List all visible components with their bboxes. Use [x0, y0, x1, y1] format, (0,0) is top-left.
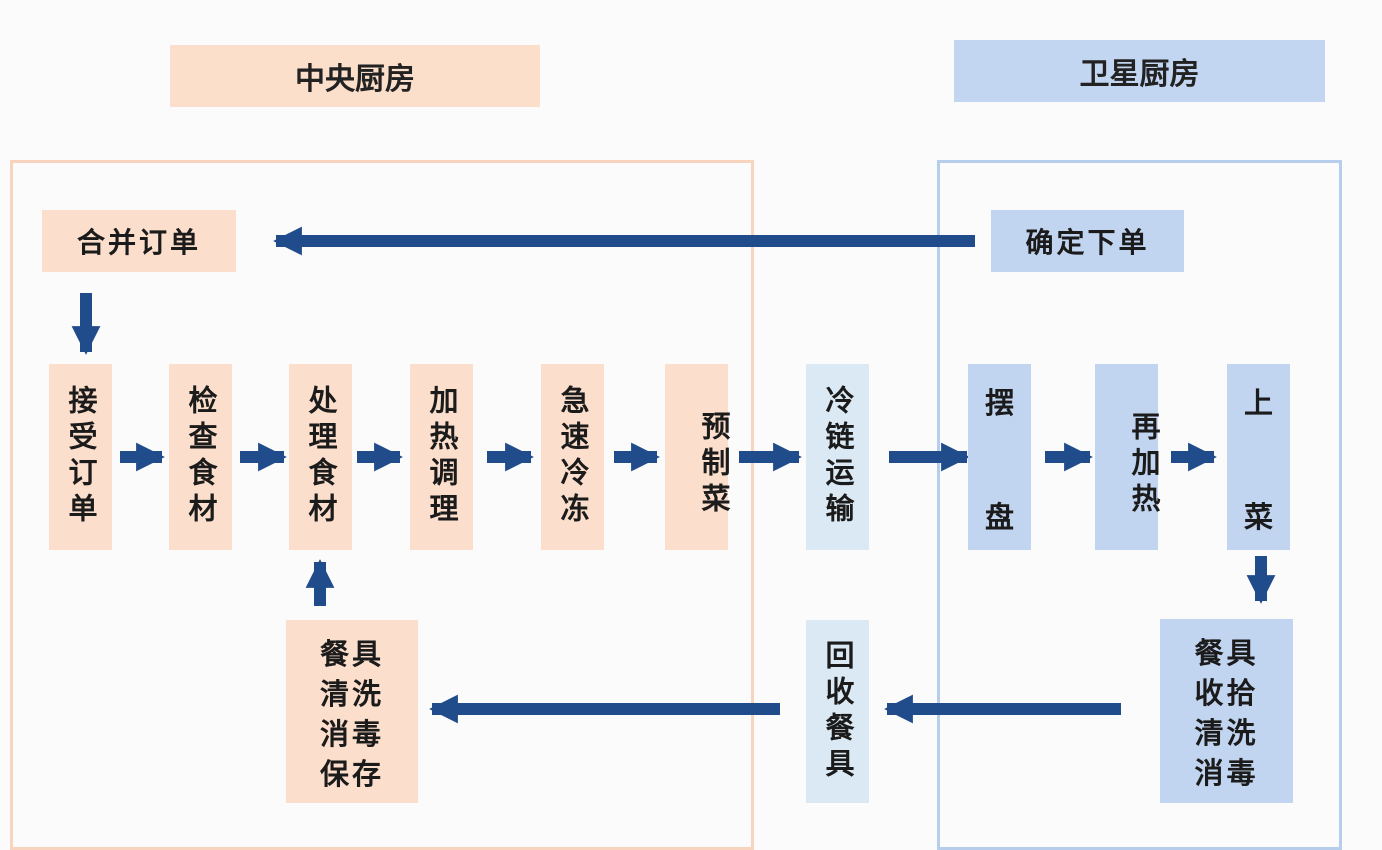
collect-clean-line-3: 清洗 — [1194, 716, 1259, 750]
prepared-dish-box: 预制菜 — [665, 364, 731, 550]
collect-clean-line-1: 餐具 — [1194, 636, 1259, 670]
heat-cook-box: 加热调理 — [410, 364, 473, 550]
inspect-ingredients-box: 检查食材 — [169, 364, 232, 550]
quick-freeze-box: 急速冷冻 — [541, 364, 604, 550]
plating-char-top: 摆 — [984, 386, 1014, 420]
serve-char-top: 上 — [1243, 386, 1273, 420]
collect-clean-box: 餐具 收拾 清洗 消毒 — [1160, 619, 1293, 803]
receive-order-box: 接受订单 — [49, 364, 112, 550]
reheat-box: 再加热 — [1095, 364, 1161, 550]
process-ingredients-box: 处理食材 — [289, 364, 352, 550]
clean-store-line-3: 消毒 — [319, 716, 384, 751]
clean-store-line-1: 餐具 — [319, 636, 384, 671]
serve-box: 上 菜 — [1227, 364, 1290, 550]
clean-store-line-4: 保存 — [319, 756, 384, 791]
merge-orders-box: 合并订单 — [42, 210, 236, 272]
collect-clean-line-4: 消毒 — [1194, 756, 1259, 790]
serve-char-bottom: 菜 — [1243, 500, 1273, 534]
plating-char-bottom: 盘 — [984, 500, 1014, 534]
confirm-order-box: 确定下单 — [991, 210, 1184, 272]
recycle-tableware-box: 回收餐具 — [806, 620, 869, 803]
plating-box: 摆 盘 — [968, 364, 1031, 550]
collect-clean-line-2: 收拾 — [1194, 676, 1259, 710]
clean-store-line-2: 清洗 — [319, 676, 384, 711]
clean-store-box: 餐具 清洗 消毒 保存 — [286, 620, 418, 803]
satellite-kitchen-header: 卫星厨房 — [954, 40, 1325, 102]
cold-chain-box: 冷链运输 — [806, 364, 869, 550]
central-kitchen-header: 中央厨房 — [170, 45, 540, 107]
